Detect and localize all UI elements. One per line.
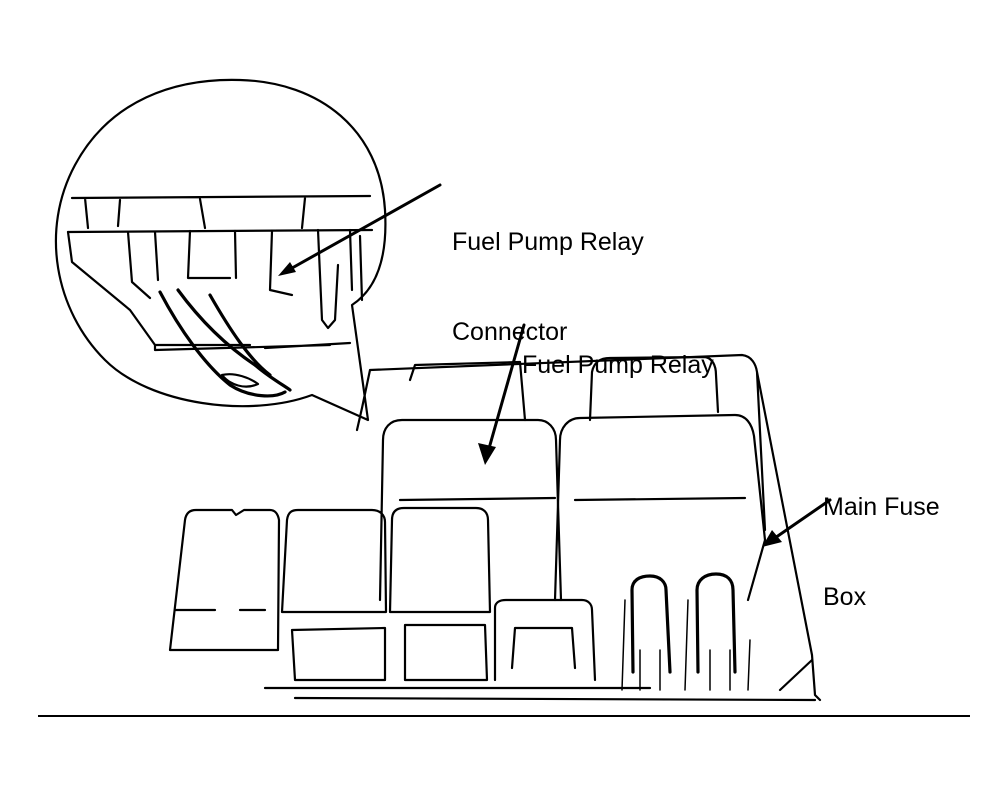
small-relay-3 <box>388 506 492 682</box>
rear-relay-left <box>408 360 527 422</box>
relay-pointer-arrowhead <box>478 443 496 465</box>
connector-pointer-arrowhead <box>278 262 296 276</box>
small-relay-1 <box>168 508 281 652</box>
housing-base <box>153 341 352 352</box>
connector-housing-right <box>316 228 364 330</box>
relay-pointer-line <box>486 323 526 454</box>
wire-loop <box>220 373 260 388</box>
leader-lines <box>278 183 832 547</box>
wire-harness <box>158 288 292 398</box>
label-connector-line1: Fuel Pump Relay <box>452 228 644 256</box>
connector-detail-callout <box>54 78 387 422</box>
label-connector-line2: Connector <box>452 318 568 346</box>
connector-pointer-line <box>283 183 442 274</box>
fuse-socket <box>493 598 597 682</box>
rear-relay-right <box>588 355 720 422</box>
label-fuel-pump-relay-connector: Fuel Pump Relay Connector <box>452 167 644 377</box>
label-fuse-box-line2: Box <box>823 583 867 611</box>
maxi-fuse-2 <box>695 572 737 674</box>
fuse-box-pointer-line <box>770 498 832 542</box>
large-relay-right <box>553 413 767 602</box>
fuse-terminals <box>621 599 751 691</box>
callout-bubble-outline <box>54 78 387 422</box>
fuse-box-base <box>263 658 817 702</box>
small-relay-2 <box>280 508 388 682</box>
main-fuse-box <box>168 353 822 702</box>
fuse-box-outline <box>355 353 822 702</box>
label-fuel-pump-relay: Fuel Pump Relay <box>522 290 714 410</box>
connector-housing-top <box>66 194 374 234</box>
label-fuse-box-line1: Main Fuse <box>823 493 940 521</box>
label-main-fuse-box: Main Fuse Box <box>823 432 940 642</box>
connector-housing-body <box>66 229 294 347</box>
maxi-fuse-1 <box>630 574 672 674</box>
label-relay-line1: Fuel Pump Relay <box>522 351 714 379</box>
fuel-pump-relay-body <box>378 418 563 602</box>
fuse-box-pointer-arrowhead <box>762 530 782 547</box>
